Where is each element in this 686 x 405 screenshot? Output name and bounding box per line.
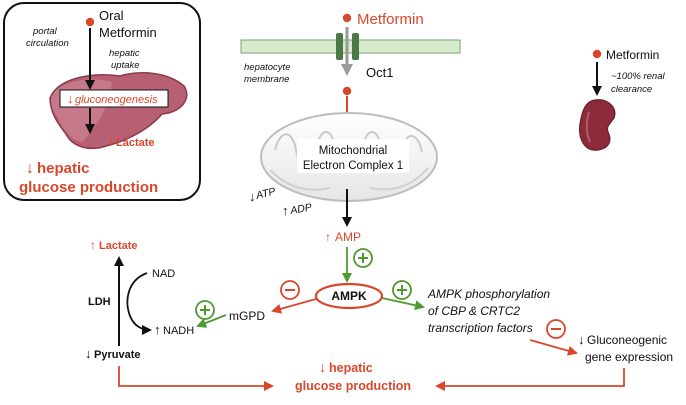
complex1-label-line2: Electron Complex 1 [303,160,403,172]
nad-label: NAD [152,268,175,280]
pyruvate-down-arrow-icon: ↓ [85,346,92,361]
gene-down-arrow-icon: ↓ [578,332,585,347]
phosphorylation-label-line1: AMPK phosphorylation [427,287,550,301]
adp-label: ADP [288,201,312,217]
inset-metformin-dot [85,17,95,27]
membrane-label-line2: membrane [244,74,289,85]
phos-to-gene-arrow [529,339,578,356]
renal-clearance-label-line2: clearance [611,84,652,95]
ldh-label: LDH [88,296,111,308]
gene-label-line1: Gluconeogenic [587,333,667,347]
inset-hgp-down-arrow-icon: ↓ [26,160,34,177]
metformin-label: Metformin [357,11,424,28]
ampk-label: AMPK [331,289,367,303]
hgp-label-line1: hepatic [329,361,373,375]
pyruvate-to-hgp-arrow [118,366,274,391]
oct1-label: Oct1 [366,65,393,80]
atp-down-arrow-icon: ↓ [249,189,256,204]
ampk-node [314,282,384,310]
inset-oral-label: Oral [99,8,124,23]
inset-lactate-label: Lactate [116,137,155,149]
oct1-channel-left [336,33,343,60]
oct1-channel-right [352,33,359,60]
pyruvate-label: Pyruvate [94,349,140,361]
amp-up-arrow-icon: ↑ [325,230,331,244]
lactate-label: Lactate [99,240,138,252]
lactate-up-arrow-icon: ↑ [90,238,96,252]
portal-label-line2: circulation [26,38,69,49]
ampk-to-mgpd-arrow [271,298,317,314]
kidney-icon [579,99,616,151]
nadh-label: NADH [163,325,194,337]
complex1-label-bg [297,139,409,173]
gene-to-hgp-arrow [435,368,625,391]
phosphorylation-label-line3: transcription factors [428,321,533,335]
membrane-label-line1: hepatocyte [244,62,290,73]
gluconeogenesis-label: gluconeogenesis [75,94,158,106]
intracellular-metformin-dot [342,86,352,96]
phosphorylation-label-line2: of CBP & CRTC2 [428,304,520,318]
gluconeogenesis-down-arrow-icon: ↓ [67,91,74,106]
metformin-dot [342,13,352,23]
hepatic-uptake-label-line1: hepatic [109,48,140,59]
adp-up-arrow-icon: ↑ [282,203,289,218]
inset-hgp-label-line2: glucose production [19,179,158,196]
hgp-label-line2: glucose production [295,379,411,393]
hepatic-uptake-label-line2: uptake [111,60,140,71]
inset-hgp-label-line1: hepatic [37,160,90,177]
atp-label: ATP [254,186,277,203]
nadh-nad-cycle-arrow [126,272,152,335]
hgp-down-arrow-icon: ↓ [319,359,326,375]
gene-label-line2: gene expression [585,350,673,364]
hepatocyte-membrane [240,39,461,54]
inset-lactate-up-arrow-icon: ↑ [108,135,114,149]
nadh-up-arrow-icon: ↑ [154,322,161,337]
complex1-label-line1: Mitochondrial [319,145,387,157]
mgpd-to-nadh-arrow [196,314,227,328]
ampk-to-phosphorylation-arrow [381,297,425,311]
inset-metformin-label: Metformin [99,25,157,40]
mgpd-label: mGPD [229,309,265,323]
amp-label: AMP [335,230,361,244]
gluconeogenesis-box [59,89,169,108]
portal-label-line1: portal [32,26,58,37]
renal-clearance-label-line1: ~100% renal [611,71,665,82]
renal-metformin-dot [592,49,602,59]
kidney-highlight-icon [585,111,591,143]
renal-metformin-label: Metformin [606,48,659,62]
